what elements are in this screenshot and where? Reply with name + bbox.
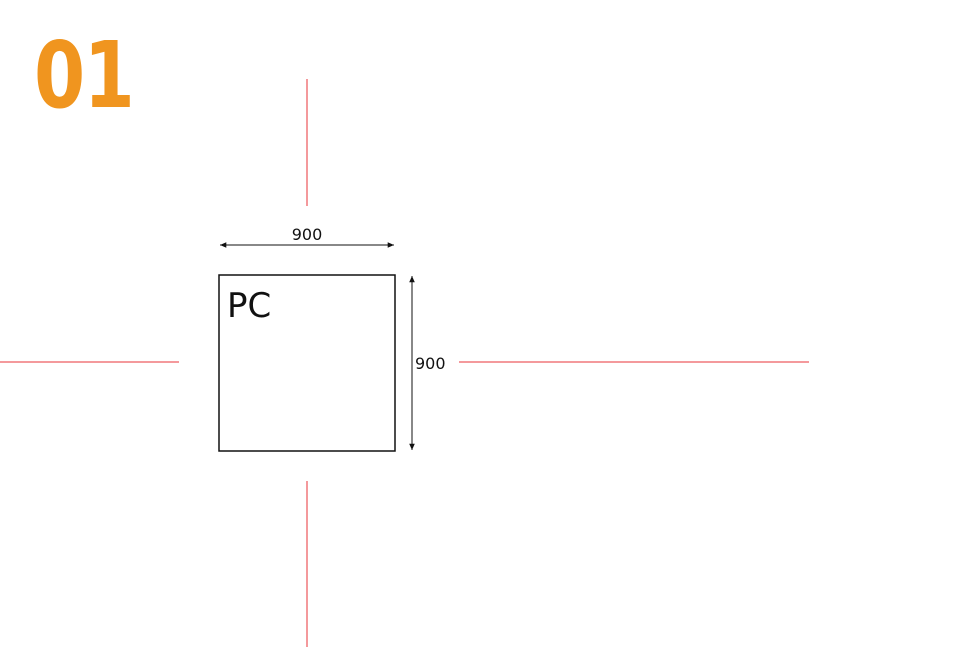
- pc-box: [218, 274, 396, 452]
- step-number: 01: [34, 22, 135, 129]
- width-dimension-label: 900: [292, 225, 323, 244]
- height-dimension-label: 900: [415, 354, 446, 373]
- pc-label: PC: [227, 286, 271, 326]
